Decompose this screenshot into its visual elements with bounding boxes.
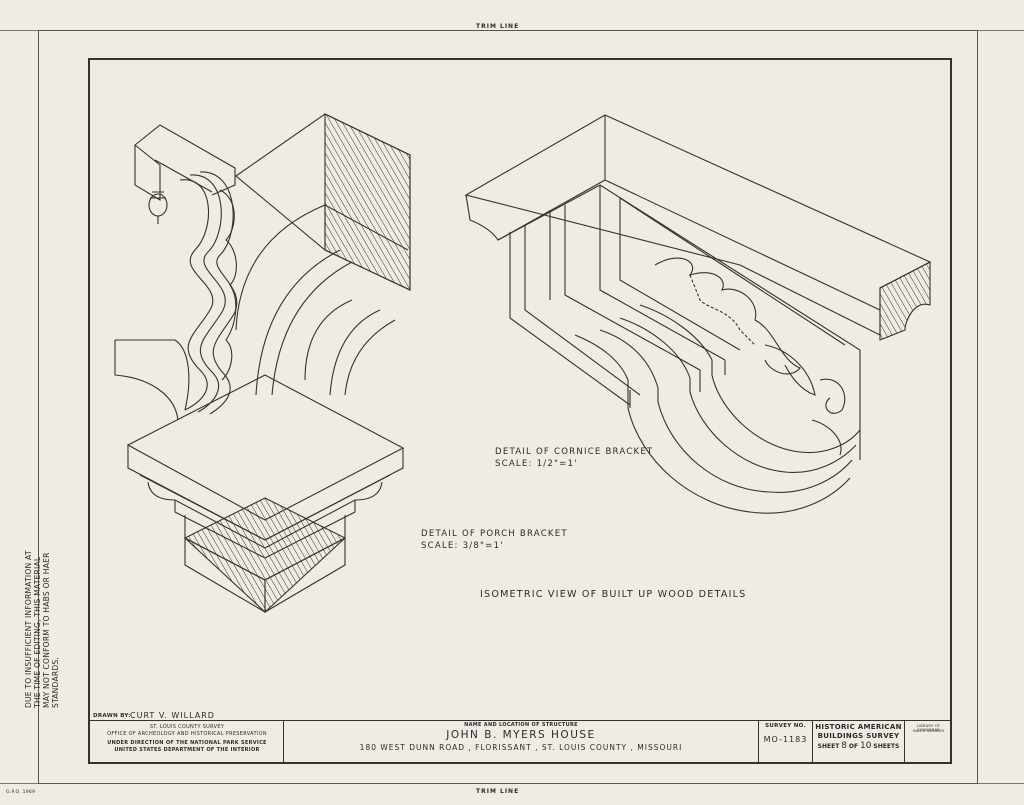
porch-scroll-outer xyxy=(180,180,213,410)
outer-border xyxy=(38,30,978,784)
title-block-divider xyxy=(283,720,284,764)
porch-bracket-scale: SCALE: 3/8"=1' xyxy=(421,541,504,551)
cornice-top xyxy=(466,115,930,335)
porch-top-block xyxy=(135,125,235,195)
loc-line-1: LIBRARY OF CONGRESS xyxy=(916,724,941,732)
sheet-total: 10 xyxy=(860,741,872,751)
side-note: DUE TO INSUFFICIENT INFORMATION AT THE T… xyxy=(24,550,60,708)
cornice-bracket-scale: SCALE: 1/2"=1' xyxy=(495,459,578,469)
title-block-divider xyxy=(758,720,759,764)
structure-caption: NAME AND LOCATION OF STRUCTURE xyxy=(464,722,578,728)
survey-no-label: SURVEY NO. xyxy=(765,723,806,729)
structure-name: JOHN B. MYERS HOUSE xyxy=(446,729,596,741)
cornice-bracket-drawing xyxy=(466,115,930,513)
drawing-border xyxy=(88,58,952,764)
agency-line-2: OFFICE OF ARCHEOLOGY AND HISTORICAL PRES… xyxy=(107,731,267,737)
survey-no: MO-1183 xyxy=(763,735,808,744)
agency-line-1: ST. LOUIS COUNTY SURVEY xyxy=(149,724,225,730)
cornice-bracket-label: DETAIL OF CORNICE BRACKET xyxy=(495,447,654,457)
agency-line-3: UNDER DIRECTION OF THE NATIONAL PARK SER… xyxy=(107,740,267,746)
of-label: OF xyxy=(848,743,859,750)
sheets-label: SHEETS xyxy=(873,743,900,750)
porch-bracket-drawing xyxy=(115,114,410,612)
agency-line-4: UNITED STATES DEPARTMENT OF THE INTERIOR xyxy=(114,747,260,753)
cornice-end-hatched xyxy=(880,262,930,340)
cornice-leaf-carving xyxy=(655,258,800,374)
habs-line-1: HISTORIC AMERICAN xyxy=(815,723,902,731)
sheet-label: SHEET xyxy=(817,743,840,750)
structure-address: 180 WEST DUNN ROAD , FLORISSANT , ST. LO… xyxy=(359,743,683,752)
habs-line-2: BUILDINGS SURVEY xyxy=(817,732,900,740)
title-block-top-rule xyxy=(88,720,952,721)
sheet-count: SHEET 8 OF 10 SHEETS xyxy=(813,741,904,751)
trim-line-top: TRIM LINE xyxy=(476,23,520,30)
acorn-finial xyxy=(149,194,167,216)
print-mark: G.P.O. 1969 xyxy=(6,790,36,795)
view-title: ISOMETRIC VIEW OF BUILT UP WOOD DETAILS xyxy=(480,589,747,600)
cornice-scroll-outer xyxy=(575,335,850,513)
loc-line-2: INDEX NUMBER xyxy=(912,729,945,733)
porch-bracket-label: DETAIL OF PORCH BRACKET xyxy=(421,529,568,539)
drawn-by-name: CURT V. WILLARD xyxy=(130,711,215,720)
porch-post-hatched-face xyxy=(325,114,410,290)
trim-line-bottom: TRIM LINE xyxy=(476,788,520,795)
title-block-divider xyxy=(812,720,813,764)
isometric-drawings xyxy=(90,60,950,710)
title-block-divider xyxy=(904,720,905,764)
drawn-by-label: DRAWN BY: xyxy=(93,713,131,719)
sheet-number: 8 xyxy=(841,741,847,751)
